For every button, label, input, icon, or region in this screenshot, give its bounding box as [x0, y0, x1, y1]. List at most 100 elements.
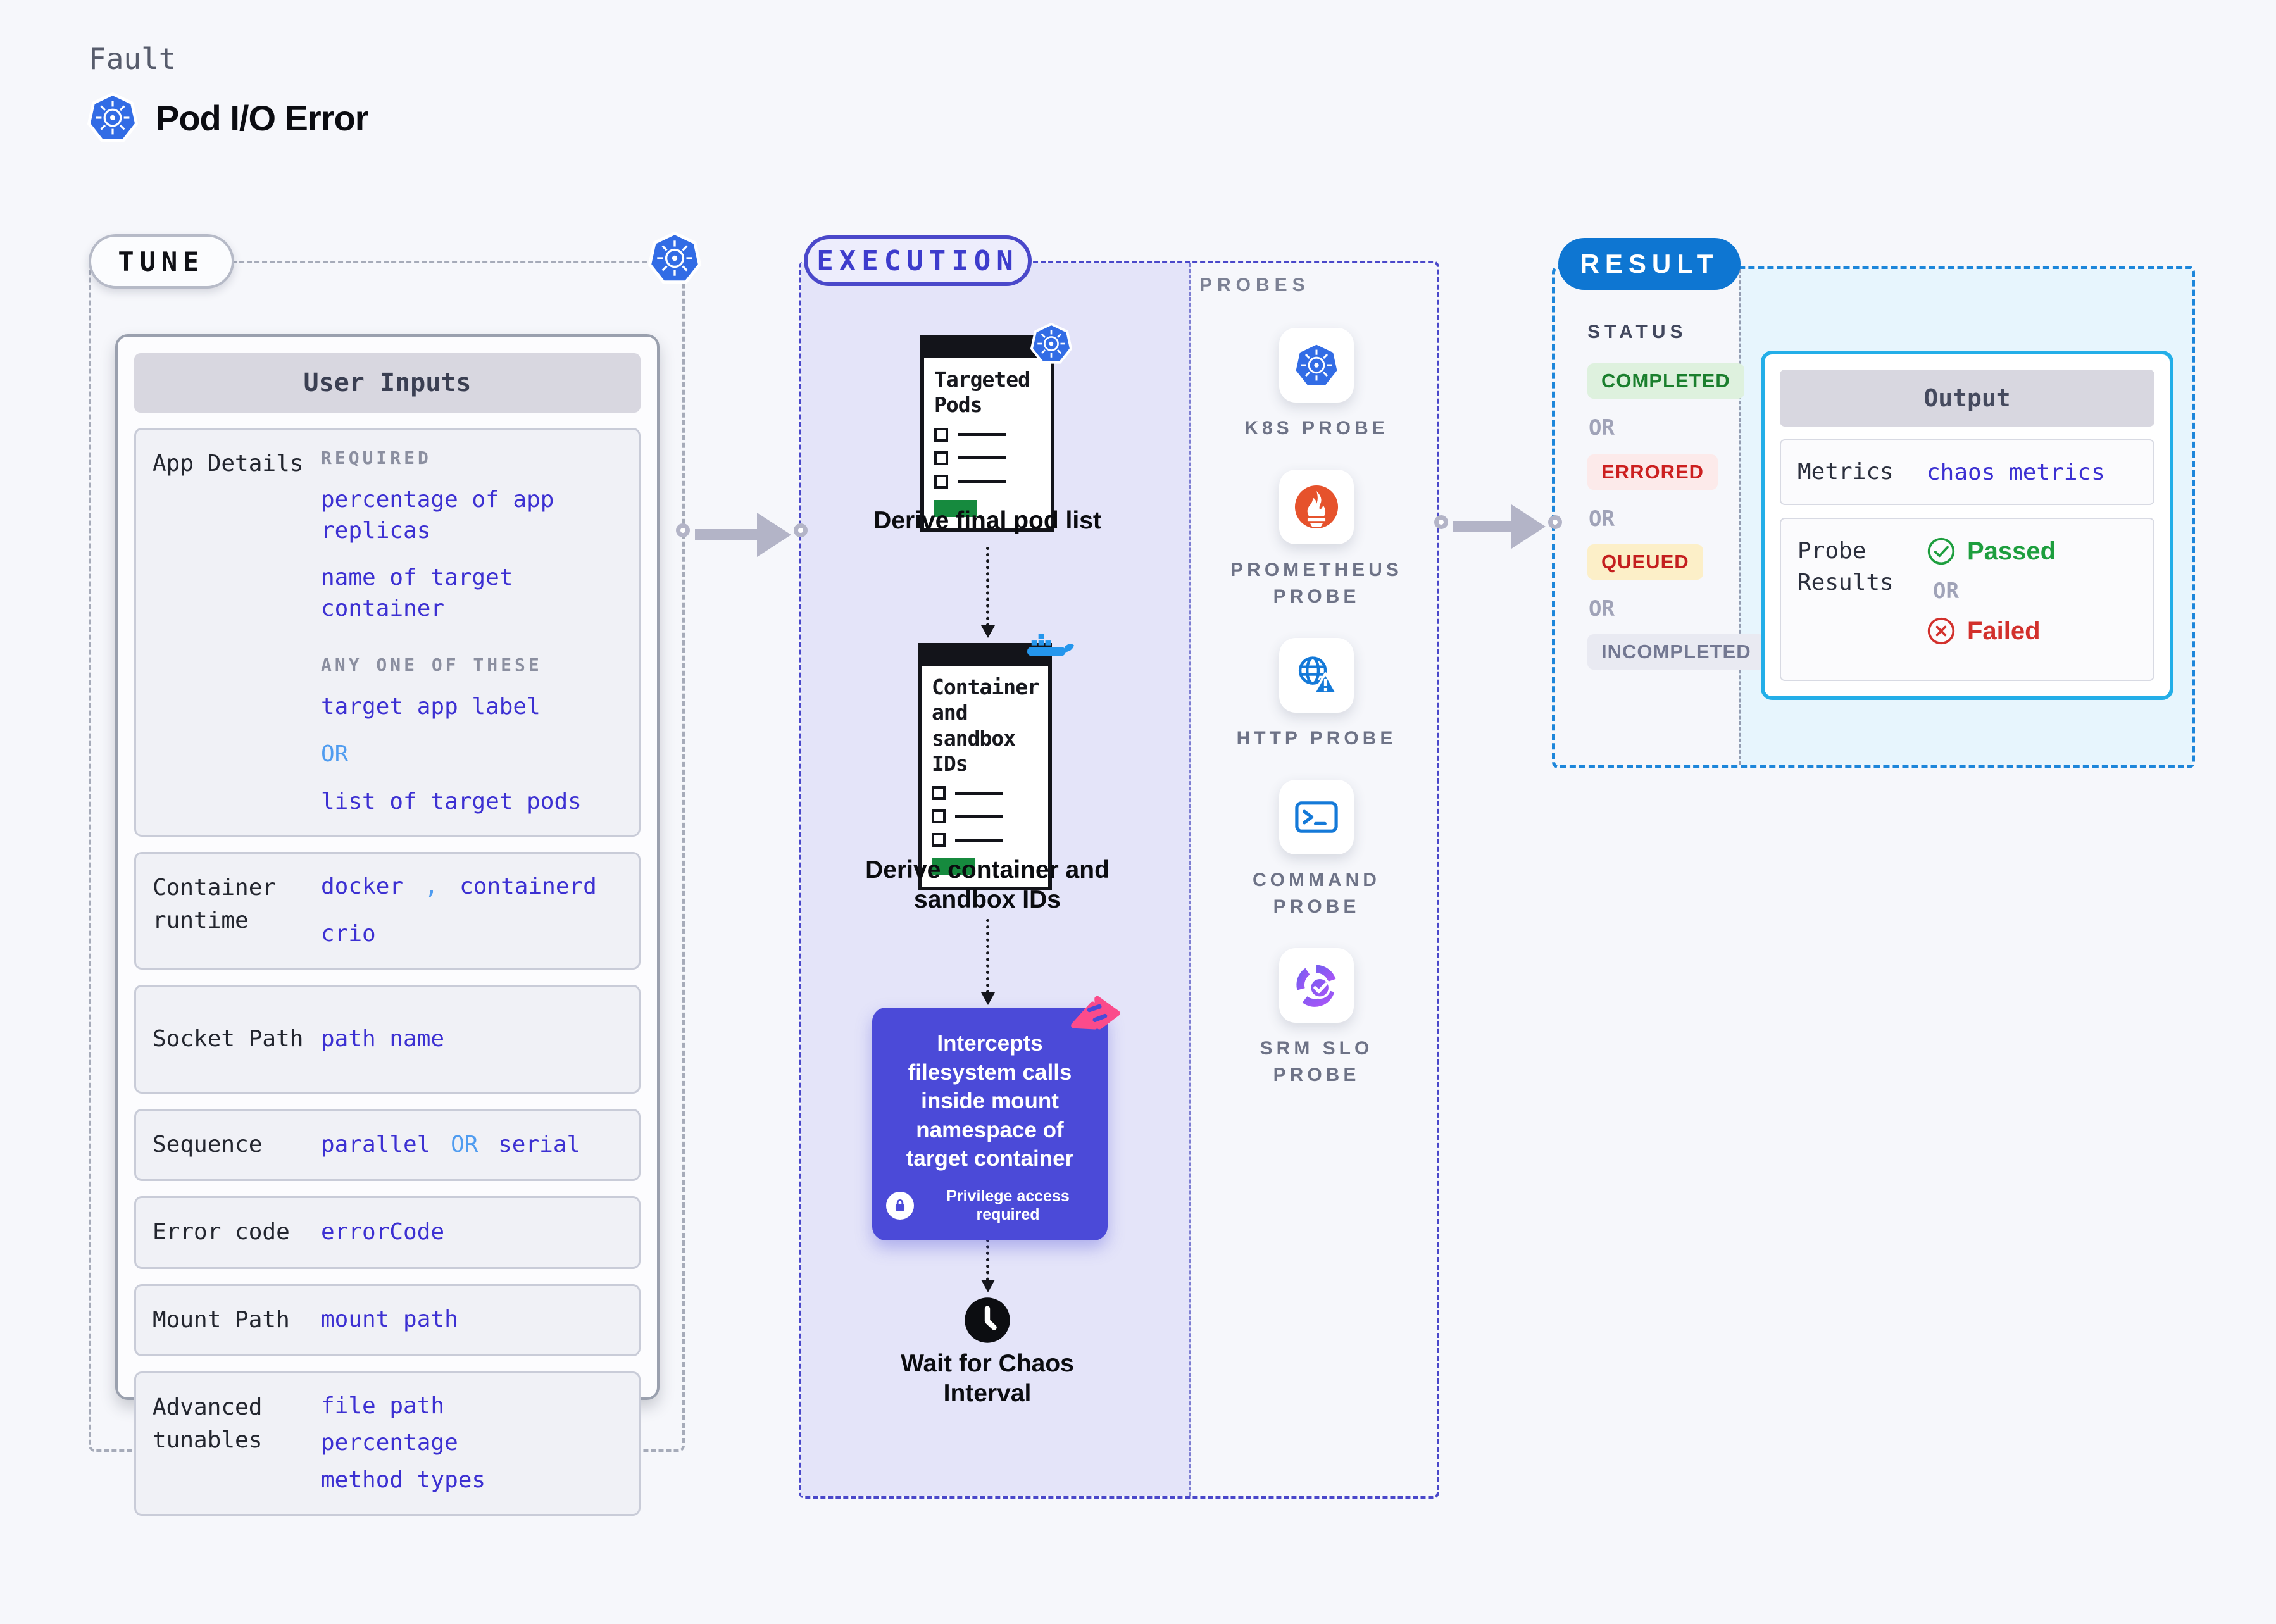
row-label: Container runtime: [153, 875, 277, 934]
docker-icon: [1027, 634, 1074, 656]
value: errorCode: [321, 1219, 445, 1246]
result-label: RESULT: [1558, 238, 1741, 290]
row-sequence: Sequence parallel OR serial: [134, 1109, 641, 1182]
or-text: OR: [1933, 578, 1959, 604]
doc-title: Targeted Pods: [934, 367, 1030, 418]
row-label: App Details: [153, 451, 304, 477]
value: mount path: [321, 1306, 458, 1333]
output-title: Output: [1780, 370, 2154, 427]
required-heading: REQUIRED: [321, 447, 432, 468]
status-badge-incompleted: INCOMPLETED: [1587, 634, 1765, 670]
lock-icon: [886, 1191, 914, 1220]
value: parallel: [321, 1131, 431, 1158]
checkbox-icon: [934, 451, 948, 465]
intercept-text: Intercepts filesystem calls inside mount…: [906, 1031, 1074, 1171]
targeted-pods-node: Targeted Pods: [920, 323, 1072, 532]
step-caption: Wait for Chaos Interval: [901, 1350, 1074, 1407]
kubernetes-icon: [87, 92, 138, 143]
probe-label: HTTP PROBE: [1236, 728, 1397, 749]
status-badge-errored: ERRORED: [1587, 454, 1718, 490]
checkbox-icon: [934, 427, 948, 442]
row-app-details: App Details REQUIRED percentage of app r…: [134, 428, 641, 837]
row-label: Mount Path: [153, 1306, 290, 1333]
probe-item: COMMAND PROBE: [1222, 780, 1411, 920]
flow-connector: [981, 919, 995, 1005]
any-one-heading: ANY ONE OF THESE: [321, 654, 542, 676]
progress-bar: [932, 858, 975, 875]
probe-item: K8S PROBE: [1222, 328, 1411, 442]
probe-label: PROMETHEUS PROBE: [1230, 559, 1403, 607]
row-label: Advanced tunables: [153, 1394, 263, 1453]
user-inputs-card: User Inputs App Details REQUIRED percent…: [115, 334, 660, 1516]
probe-label: COMMAND PROBE: [1253, 870, 1380, 917]
tune-label: TUNE: [89, 234, 234, 289]
value: serial: [498, 1131, 581, 1158]
probes-heading: PROBES: [1199, 275, 1310, 296]
kubernetes-icon: [1030, 323, 1072, 364]
metrics-label: Metrics: [1798, 458, 1894, 485]
value: method types: [321, 1466, 486, 1493]
privilege-note: Privilege access required: [946, 1187, 1070, 1223]
progress-bar: [934, 499, 977, 517]
separator: ,: [424, 873, 439, 900]
value: percentage: [321, 1430, 458, 1456]
probe-results-row: Probe Results Passed OR Failed: [1780, 518, 2154, 681]
flow-connector: [981, 1200, 995, 1292]
or-text: OR: [1589, 506, 1615, 532]
step-caption: Derive container and sandbox IDs: [865, 856, 1110, 913]
doc-titlebar: [924, 339, 1051, 358]
row-socket-path: Socket Path path name: [134, 985, 641, 1094]
probe-results-label: Probe Results: [1798, 538, 1894, 596]
row-container-runtime: Container runtime docker , containerd cr…: [134, 852, 641, 970]
value: target app label: [321, 694, 541, 720]
slo-donut-check-icon: [1279, 948, 1354, 1023]
kubernetes-icon: [1279, 328, 1354, 403]
checkbox-icon: [932, 809, 946, 823]
value: name of target container: [321, 565, 513, 621]
row-mount-path: Mount Path mount path: [134, 1284, 641, 1356]
value: path name: [321, 1025, 445, 1052]
status-badge-queued: QUEUED: [1587, 544, 1703, 580]
value: file path: [321, 1392, 445, 1419]
passed-text: Passed: [1967, 537, 2056, 565]
container-sandbox-node: Container and sandbox IDs: [918, 634, 1074, 890]
row-label: Error code: [153, 1219, 290, 1246]
output-card: Output Metrics chaos metrics Probe Resul…: [1761, 351, 2173, 700]
execution-label: EXECUTION: [804, 235, 1032, 286]
user-inputs-title: User Inputs: [134, 353, 641, 413]
intercept-node: Intercepts filesystem calls inside mount…: [872, 996, 1120, 1240]
doc-title: Container and sandbox IDs: [932, 675, 1040, 776]
page-title: Pod I/O Error: [156, 97, 368, 138]
probe-item: SRM SLO PROBE: [1222, 948, 1411, 1089]
row-advanced-tunables: Advanced tunables file path percentage m…: [134, 1371, 641, 1516]
probe-item: HTTP PROBE: [1222, 638, 1411, 752]
flow-connector: [981, 547, 995, 638]
or-text: OR: [1589, 415, 1615, 440]
x-circle-icon: [1927, 617, 1955, 645]
or-text: OR: [321, 740, 349, 767]
probe-label: K8S PROBE: [1244, 418, 1389, 439]
page-header: Pod I/O Error: [87, 92, 368, 143]
doc-titlebar: [922, 647, 1048, 666]
terminal-icon: [1279, 780, 1354, 854]
prometheus-icon: [1279, 470, 1354, 544]
metrics-value: chaos metrics: [1927, 459, 2105, 485]
value: containerd: [460, 873, 597, 900]
status-column: STATUS COMPLETED OR ERRORED OR QUEUED OR…: [1587, 322, 1765, 670]
chaos-ribbon-icon: [1071, 996, 1120, 1030]
probes-list: K8S PROBE PROMETHEUS PROBE HTTP PROBE: [1220, 328, 1413, 1089]
probe-label: SRM SLO PROBE: [1260, 1038, 1373, 1085]
failed-text: Failed: [1967, 616, 2041, 645]
or-text: OR: [451, 1131, 478, 1158]
checkbox-icon: [934, 474, 948, 489]
checkbox-icon: [932, 786, 946, 800]
checkbox-icon: [932, 833, 946, 847]
globe-warning-icon: [1279, 638, 1354, 713]
value: list of target pods: [321, 788, 582, 815]
status-heading: STATUS: [1587, 322, 1687, 342]
row-error-code: Error code errorCode: [134, 1196, 641, 1269]
kubernetes-icon: [648, 232, 701, 285]
value: crio: [321, 920, 376, 947]
row-label: Socket Path: [153, 1026, 304, 1052]
check-circle-icon: [1927, 537, 1955, 565]
